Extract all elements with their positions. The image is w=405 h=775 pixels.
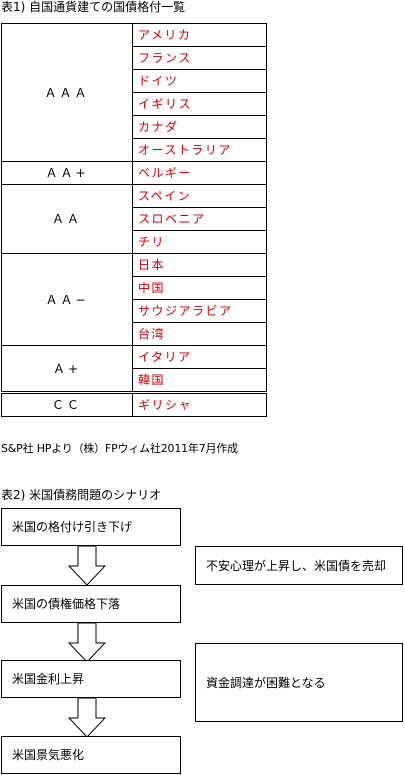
rating-cell: ＡＡ — [1, 184, 133, 254]
table-row: ＡＡ− 日本 — [1, 253, 267, 346]
country-cell: ベルギー — [132, 161, 267, 185]
country-cell: ドイツ — [132, 69, 267, 93]
country-cell: サウジアラビア — [132, 299, 267, 323]
down-arrow-icon — [68, 546, 106, 586]
scenario-step-box: 米国景気悪化 — [1, 736, 181, 774]
source-note: S&P社 HPより（株）FPウィム社2011年7月作成 — [1, 442, 238, 455]
country-cell: イギリス — [132, 92, 267, 116]
country-cell: イタリア — [132, 345, 267, 369]
table-row: フランス — [2, 46, 267, 70]
rating-cell: Ａ+ — [1, 345, 133, 393]
country-cell: 台湾 — [132, 322, 267, 346]
rating-cell: ＡＡ− — [1, 253, 133, 346]
scenario-note-box: 資金調達が困難となる — [195, 643, 403, 722]
scenario-note-label: 不安心理が上昇し、米国債を売却 — [206, 558, 387, 573]
down-arrow-icon — [68, 623, 106, 663]
table-row: オーストラリア — [2, 138, 267, 162]
rating-cell: ＣＣ — [1, 391, 133, 417]
table-row: 韓国 — [2, 368, 267, 393]
country-cell: 日本 — [132, 253, 267, 277]
scenario-step-label: 米国景気悪化 — [12, 748, 85, 762]
table-row: 台湾 — [2, 322, 267, 346]
table-row: ＡＡＡ アメリカ — [1, 23, 267, 162]
scenario-step-box: 米国の債権価格下落 — [1, 585, 181, 623]
country-cell: カナダ — [132, 115, 267, 139]
rating-cell: ＡＡ+ — [1, 161, 133, 185]
country-cell: チリ — [132, 230, 267, 254]
country-cell: フランス — [132, 46, 267, 70]
rating-cell: ＡＡＡ — [1, 23, 133, 162]
table-row: ドイツ — [2, 69, 267, 93]
country-cell: スペイン — [132, 184, 267, 208]
scenario-note-label: 資金調達が困難となる — [206, 675, 326, 690]
scenario-step-box: 米国金利上昇 — [1, 660, 181, 698]
table-row: Ａ+ イタリア — [1, 345, 267, 393]
table-row: 中国 — [2, 276, 267, 300]
country-cell: スロベニア — [132, 207, 267, 231]
table-row: カナダ — [2, 115, 267, 139]
scenario-note-box: 不安心理が上昇し、米国債を売却 — [195, 546, 403, 585]
scenario-step-label: 米国金利上昇 — [12, 672, 85, 686]
scenario-step-box: 米国の格付け引き下げ — [1, 508, 181, 546]
country-cell: 韓国 — [132, 368, 267, 393]
table-row: スロベニア — [2, 207, 267, 231]
down-arrow-icon — [68, 698, 106, 738]
country-cell: 中国 — [132, 276, 267, 300]
table-row: サウジアラビア — [2, 299, 267, 323]
country-cell: ギリシャ — [132, 391, 267, 417]
table1-title: 表1) 自国通貨建ての国債格付一覧 — [1, 0, 186, 14]
table-row: ＣＣ ギリシャ — [1, 391, 267, 417]
table-row: チリ — [2, 230, 267, 254]
table-row: ＡＡ+ ベルギー — [1, 161, 267, 185]
table2-title: 表2) 米国債務問題のシナリオ — [1, 488, 162, 502]
table-row: ＡＡ スペイン — [1, 184, 267, 254]
rating-table: ＡＡＡ アメリカ フランス ドイツ イギリス カナダ オーストラリア ＡＡ+ ベ… — [1, 23, 267, 417]
scenario-step-label: 米国の債権価格下落 — [12, 597, 121, 611]
country-cell: アメリカ — [132, 23, 267, 47]
country-cell: オーストラリア — [132, 138, 267, 162]
scenario-step-label: 米国の格付け引き下げ — [12, 520, 133, 534]
